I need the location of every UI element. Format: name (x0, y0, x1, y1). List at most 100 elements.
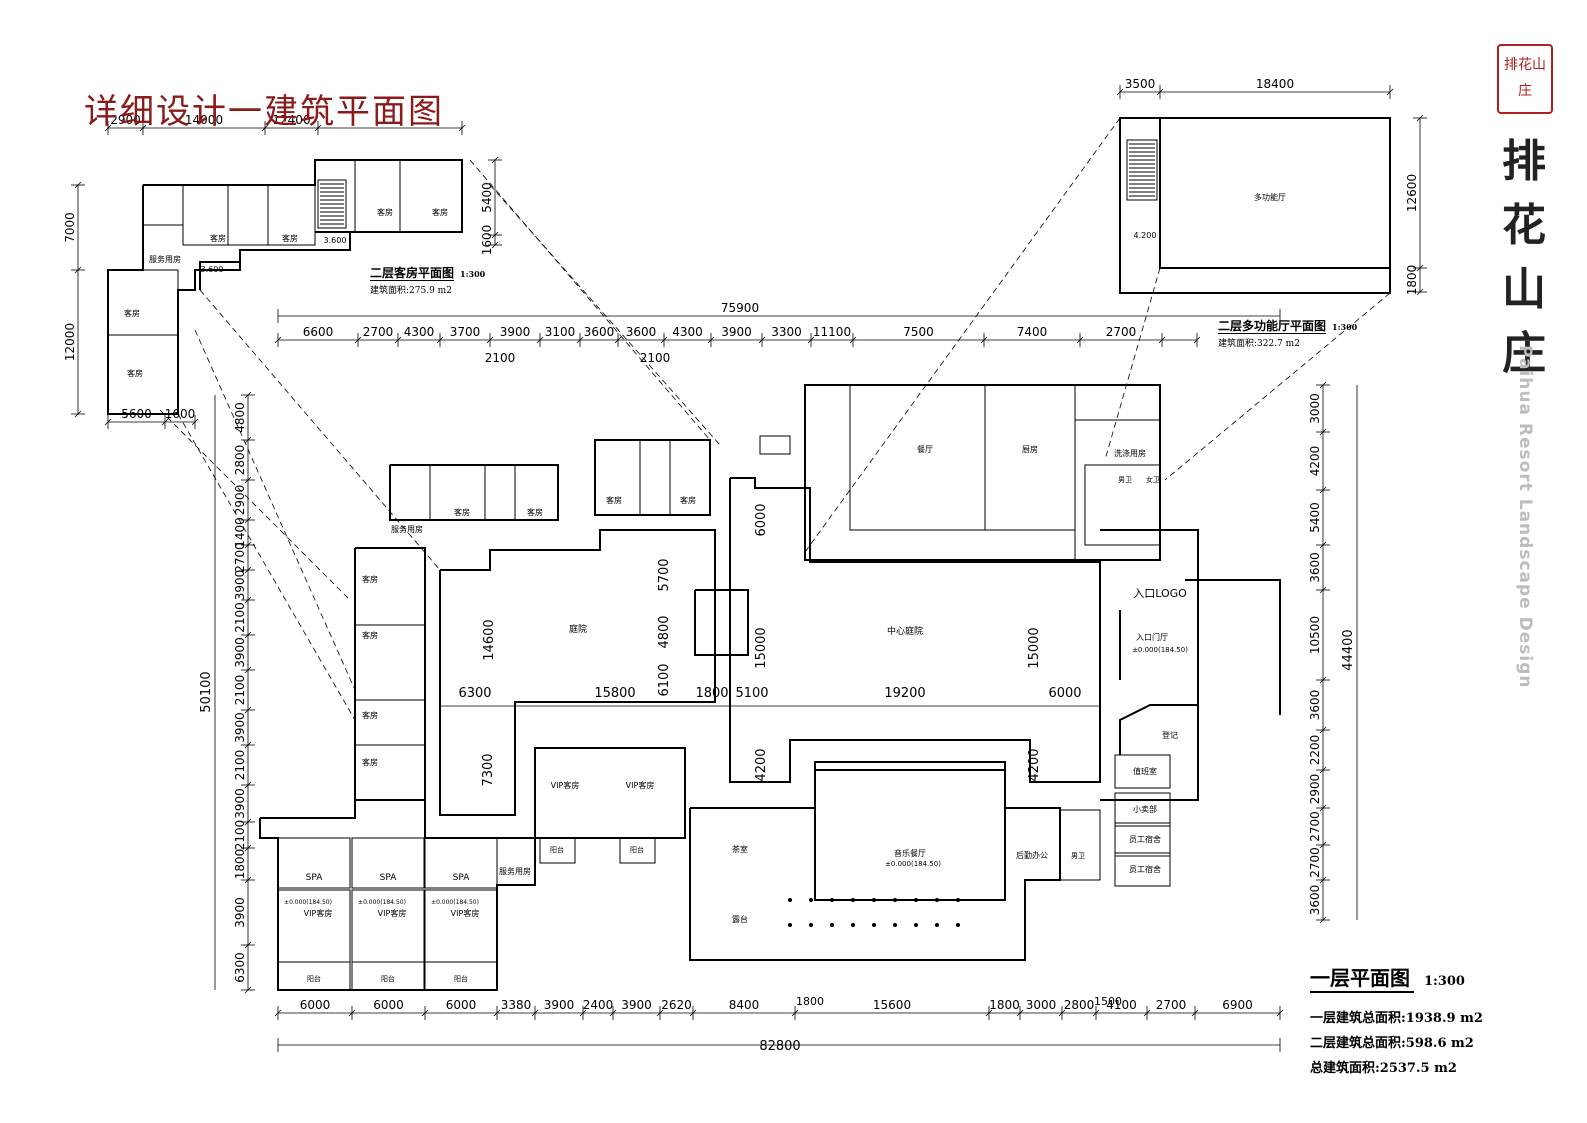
dim-top-slash (486, 336, 494, 344)
f1-room (484, 464, 516, 521)
f1-central-label: 中心庭院 (887, 625, 923, 637)
f1-room-label: 客房 (362, 574, 378, 584)
dim-guest-top-label: 12400 (272, 113, 310, 127)
dim-bottom-slash (421, 1009, 429, 1017)
f1-balcony (277, 961, 351, 991)
dim-left-slash (244, 516, 252, 524)
dim-bottom-total: 82800 (759, 1039, 800, 1054)
f1-staff-label: 员工宿舍 (1129, 864, 1161, 874)
caption-guest-scale: 1:300 (460, 269, 486, 279)
dim-hall-right-slash (1416, 114, 1424, 122)
f1-spa-label: SPA (306, 873, 324, 883)
f1-balcony (619, 837, 656, 864)
caption-hall-area: 建筑面积:322.7 m2 (1218, 339, 1300, 349)
dim-right-label: 2700 (1308, 811, 1322, 842)
dim-bottom-slash (1016, 1009, 1024, 1017)
dim-left-slash (244, 631, 252, 639)
dim-inner-label: 6000 (1048, 686, 1081, 701)
dim-right-slash (1319, 841, 1327, 849)
f1-balcony (351, 961, 425, 991)
dim-guest-bottom-slash (104, 418, 112, 426)
guest2f-wall (199, 261, 240, 290)
area-note-floor2: 二层建筑总面积:598.6 m2 (1310, 1036, 1474, 1051)
dim-guest-top-label: 2900 (110, 113, 141, 127)
f1-wc-block (1084, 464, 1161, 546)
f1-room-label: 客房 (362, 630, 378, 640)
dimension-lines (71, 85, 1427, 1052)
dim-hall-right-slash (1416, 264, 1424, 272)
column (872, 898, 876, 902)
dim-guest-bottom-slash (191, 418, 199, 426)
dim-inner-label: 14600 (482, 619, 497, 660)
dim-left-label: 2900 (233, 485, 247, 516)
dim-guest-right-slash (491, 156, 499, 164)
dim-left-label: 2100 (233, 675, 247, 706)
f1-service-label: 服务用房 (499, 866, 531, 876)
column (809, 898, 813, 902)
dim-top-slash (1158, 336, 1166, 344)
dim-right-label: 10500 (1308, 616, 1322, 654)
guest2f-room (227, 184, 269, 246)
dim-left-label: 3900 (233, 897, 247, 928)
f1-vip-label: VIP客房 (304, 908, 333, 918)
hall2f-hall (1159, 117, 1391, 269)
hall2f-stair (1126, 139, 1158, 201)
dim-top-label: 3900 (500, 325, 531, 339)
dim-right-slash (1319, 541, 1327, 549)
dim-bottom-label: 6000 (446, 998, 477, 1012)
caption-hall-scale: 1:300 (1332, 322, 1358, 332)
dim-top-slash (436, 336, 444, 344)
dim-bottom-slash (1276, 1009, 1284, 1017)
dim-bottom-sub: 1500 (1094, 995, 1122, 1008)
column (956, 898, 960, 902)
dim-bottom-sub: 1800 (796, 995, 824, 1008)
dim-bottom-label: 6900 (1222, 998, 1253, 1012)
dim-left-label: 6300 (233, 952, 247, 983)
dim-inner-label: 7300 (481, 753, 496, 786)
dim-guest-bottom-label: 1600 (165, 407, 196, 421)
dim-right-slash (1319, 726, 1327, 734)
dim-top-slash (849, 336, 857, 344)
dim-top-slash (536, 336, 544, 344)
floor1-title: 一层平面图 (1310, 962, 1414, 993)
f1-balcony (539, 837, 576, 864)
dim-top-slash (807, 336, 815, 344)
dim-left-slash (244, 781, 252, 789)
f1-spa-room (351, 837, 425, 889)
column (935, 923, 939, 927)
dim-left-label: 3900 (233, 712, 247, 743)
guest2f-room (354, 159, 401, 233)
dim-guest-bottom-slash (161, 418, 169, 426)
dim-bottom-label: 1800 (989, 998, 1020, 1012)
dim-top-label: 7500 (903, 325, 934, 339)
f1-room-label: 客房 (454, 507, 470, 517)
dim-guest-top-slash (104, 124, 112, 132)
dim-top-slash (394, 336, 402, 344)
f1-level: ±0.000(184.50) (284, 899, 332, 906)
dim-inner-label: 5700 (657, 558, 672, 591)
column (788, 923, 792, 927)
f1-vip-label: VIP客房 (626, 780, 655, 790)
dim-right-total: 44400 (1341, 629, 1356, 670)
f1-entrance-logo: 入口LOGO (1133, 587, 1187, 600)
f1-music-hall (814, 761, 1006, 901)
page-title: 详细设计一建筑平面图 (84, 92, 444, 132)
dim-left-label: 2100 (233, 750, 247, 781)
dim-bottom-slash (609, 1009, 617, 1017)
f1-wc: 男卫 (1071, 852, 1085, 860)
dim-hall-top-slash (1156, 88, 1164, 96)
dim-bottom-slash (656, 1009, 664, 1017)
dim-left-slash (244, 541, 252, 549)
projection-line (804, 117, 1121, 553)
dim-hall-top-label: 3500 (1125, 77, 1156, 91)
dim-top-total: 75900 (721, 301, 759, 315)
guest2f-room-label: 客房 (127, 368, 143, 378)
dim-top-slash (980, 336, 988, 344)
dim-bottom-label: 15600 (873, 998, 911, 1012)
dim-right-label: 2900 (1308, 774, 1322, 805)
dim-top-slash (758, 336, 766, 344)
dim-right-slash (1319, 676, 1327, 684)
dim-left-label: 2800 (233, 445, 247, 476)
f1-spa-label: SPA (453, 873, 471, 883)
dim-left-slash (244, 818, 252, 826)
